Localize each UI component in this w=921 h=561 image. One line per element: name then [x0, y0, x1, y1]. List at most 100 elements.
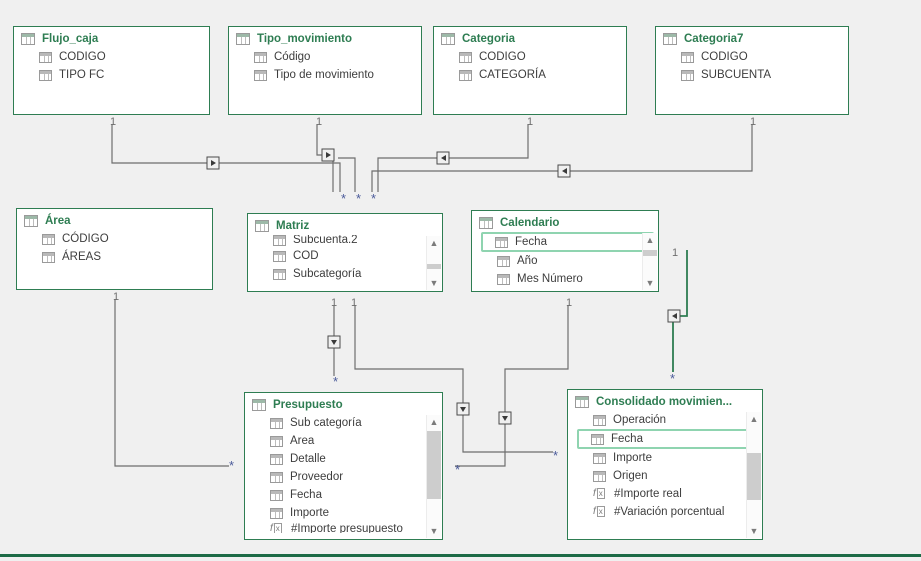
field-row[interactable]: Subcuenta.2: [248, 235, 442, 247]
scrollbar-thumb[interactable]: [427, 430, 441, 500]
scroll-down-arrow[interactable]: ▼: [749, 526, 759, 536]
field-label: Fecha: [290, 489, 322, 501]
table-card-presupuesto[interactable]: Presupuesto Sub categoría Area Detalle P…: [244, 392, 443, 540]
scrollbar-vertical[interactable]: ▲ ▼: [642, 233, 657, 290]
scrollbar-track[interactable]: [747, 426, 761, 524]
scrollbar-thumb[interactable]: [747, 453, 761, 501]
field-row[interactable]: Detalle: [245, 450, 442, 468]
table-card-tipo-movimiento[interactable]: Tipo_movimiento Código Tipo de movimient…: [228, 26, 422, 115]
field-row-selected[interactable]: Fecha: [481, 232, 654, 252]
field-row[interactable]: CATEGORÍA: [434, 66, 626, 84]
cardinality-matriz-star-3: *: [371, 191, 377, 206]
table-title: Tipo_movimiento: [229, 27, 421, 47]
field-row[interactable]: Importe: [568, 449, 762, 467]
table-title: Categoria: [434, 27, 626, 47]
field-list: Código Tipo de movimiento: [229, 47, 421, 84]
field-row[interactable]: CODIGO: [434, 48, 626, 66]
table-icon: [255, 220, 269, 232]
field-row[interactable]: CODIGO: [656, 48, 848, 66]
field-row[interactable]: Sub categoría: [245, 414, 442, 432]
field-row[interactable]: Origen: [568, 467, 762, 485]
field-row[interactable]: SUBCUENTA: [656, 66, 848, 84]
scrollbar-vertical[interactable]: ▲ ▼: [746, 412, 761, 538]
scroll-down-arrow[interactable]: ▼: [429, 526, 439, 536]
scrollbar-thumb[interactable]: [427, 264, 441, 269]
cardinality-matriz-one-b: 1: [351, 297, 358, 309]
scroll-up-arrow[interactable]: ▲: [749, 414, 759, 424]
scroll-up-arrow[interactable]: ▲: [429, 238, 439, 248]
field-row[interactable]: ÁREAS: [17, 248, 212, 266]
field-row-selected[interactable]: Fecha: [577, 429, 758, 449]
scrollbar-vertical[interactable]: ▲ ▼: [426, 236, 441, 290]
field-label: Fecha: [515, 236, 547, 248]
grid-icon: [273, 268, 286, 280]
bottom-strip: [0, 557, 921, 561]
cardinality-tipomov-one: 1: [316, 116, 323, 128]
field-row[interactable]: Operación: [568, 411, 762, 429]
table-title: Categoria7: [656, 27, 848, 47]
field-row[interactable]: Tipo de movimiento: [229, 66, 421, 84]
table-title-label: Presupuesto: [273, 399, 343, 411]
field-row[interactable]: Código: [229, 48, 421, 66]
grid-icon: [270, 453, 283, 465]
field-list: CODIGO CATEGORÍA: [434, 47, 626, 84]
field-label: Origen: [613, 470, 648, 482]
table-icon: [21, 33, 35, 45]
scrollbar-track[interactable]: [427, 250, 441, 276]
field-row[interactable]: Proveedor: [245, 468, 442, 486]
scrollbar-track[interactable]: [643, 247, 657, 276]
field-row[interactable]: TIPO FC: [14, 66, 209, 84]
field-label: Código: [274, 51, 311, 63]
field-row[interactable]: CÓDIGO: [17, 230, 212, 248]
table-card-consolidado-movimientos[interactable]: Consolidado movimien... Operación Fecha …: [567, 389, 763, 540]
field-row[interactable]: Fecha: [245, 486, 442, 504]
table-card-area[interactable]: Área CÓDIGO ÁREAS: [16, 208, 213, 290]
cardinality-presu-star-top: *: [333, 374, 339, 389]
grid-icon: [270, 417, 283, 429]
scroll-down-arrow[interactable]: ▼: [645, 278, 655, 288]
scroll-up-arrow[interactable]: ▲: [645, 235, 655, 245]
cardinality-calendario-one: 1: [566, 297, 573, 309]
cardinality-area-one: 1: [113, 291, 120, 303]
field-label: Fecha: [611, 433, 643, 445]
table-title: Matriz: [248, 214, 442, 234]
cardinality-conso-star-b: *: [553, 448, 559, 463]
table-card-calendario[interactable]: Calendario Fecha Año Mes Número ▲ ▼: [471, 210, 659, 292]
field-row[interactable]: Mes Número: [472, 270, 658, 288]
scrollbar-vertical[interactable]: ▲ ▼: [426, 415, 441, 538]
table-card-categoria7[interactable]: Categoria7 CODIGO SUBCUENTA: [655, 26, 849, 115]
table-card-flujo-caja[interactable]: Flujo_caja CODIGO TIPO FC: [13, 26, 210, 115]
field-row[interactable]: CODIGO: [14, 48, 209, 66]
scroll-down-arrow[interactable]: ▼: [429, 278, 439, 288]
field-row[interactable]: Subcategoría: [248, 265, 442, 283]
table-card-categoria[interactable]: Categoria CODIGO CATEGORÍA: [433, 26, 627, 115]
field-label: Mes Número: [517, 273, 583, 285]
field-label: #Importe presupuesto: [291, 523, 403, 533]
cardinality-matriz-one-a: 1: [331, 297, 338, 309]
field-row[interactable]: Importe: [245, 504, 442, 522]
scrollbar-thumb[interactable]: [643, 250, 657, 257]
grid-icon: [593, 470, 606, 482]
grid-icon: [270, 507, 283, 519]
grid-icon: [497, 255, 510, 267]
field-label: CODIGO: [59, 51, 106, 63]
field-row[interactable]: Area: [245, 432, 442, 450]
grid-icon: [270, 471, 283, 483]
table-card-matriz[interactable]: Matriz Subcuenta.2 COD Subcategoría ▲ ▼: [247, 213, 443, 292]
grid-icon: [273, 235, 286, 246]
scrollbar-track[interactable]: [427, 429, 441, 524]
field-row[interactable]: Año: [472, 252, 658, 270]
scroll-up-arrow[interactable]: ▲: [429, 417, 439, 427]
grid-icon: [681, 51, 694, 63]
field-row[interactable]: COD: [248, 247, 442, 265]
table-title-label: Consolidado movimien...: [596, 396, 733, 408]
cardinality-categoria-one: 1: [527, 116, 534, 128]
field-label: ÁREAS: [62, 251, 101, 263]
